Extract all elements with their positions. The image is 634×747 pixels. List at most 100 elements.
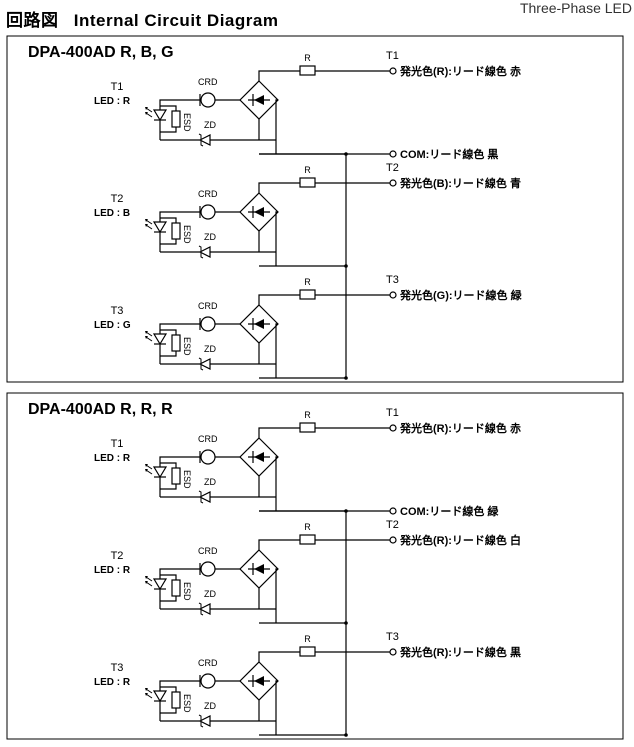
esd-label: ESD: [182, 582, 192, 601]
terminal-label: T2: [111, 550, 124, 562]
led-arrow-icon: [145, 224, 148, 227]
esd-label: ESD: [182, 113, 192, 132]
page-title-jp: 回路図: [6, 11, 59, 30]
led-icon: [152, 221, 168, 234]
zd-label: ZD: [204, 120, 216, 130]
panel-2: DPA-400AD R, R, R COM:リード線色 緑: [6, 392, 624, 740]
zd-label: ZD: [204, 344, 216, 354]
terminal-label: T1: [111, 81, 124, 93]
led-arrow-icon: [145, 469, 148, 472]
com-terminal: [389, 507, 397, 515]
output-wire-label: 発光色(B):リード線色 青: [399, 176, 521, 190]
led-arrow-icon: [145, 219, 148, 222]
crd-label: CRD: [198, 658, 218, 668]
crd: [200, 673, 216, 689]
output-wire-label: 発光色(R):リード線色 白: [399, 533, 521, 547]
crd-label: CRD: [198, 77, 218, 87]
led-icon: [152, 109, 168, 122]
crd-label: CRD: [198, 546, 218, 556]
resistor-label: R: [304, 53, 311, 63]
com-wire-label: COM:リード線色 黒: [400, 147, 498, 161]
panel-frame: [6, 392, 624, 740]
esd-label: ESD: [182, 225, 192, 244]
output-terminal-number: T1: [386, 407, 399, 419]
panel-frame: [6, 35, 624, 383]
output-terminal: [389, 648, 397, 656]
led-arrow-icon: [145, 693, 148, 696]
zd-label: ZD: [204, 589, 216, 599]
crd-label: CRD: [198, 189, 218, 199]
page-subtitle: Three-Phase LED: [519, 0, 632, 16]
resistor: [299, 534, 316, 545]
esd-component: [171, 334, 181, 352]
output-wire-label: 発光色(G):リード線色 緑: [399, 288, 523, 302]
output-terminal: [389, 179, 397, 187]
crd-label: CRD: [198, 434, 218, 444]
resistor-label: R: [304, 634, 311, 644]
junction-dot: [344, 376, 348, 380]
terminal-label: T1: [111, 438, 124, 450]
output-wire-label: 発光色(R):リード線色 黒: [399, 645, 521, 659]
crd: [200, 449, 216, 465]
led-icon: [152, 333, 168, 346]
led-label: LED : R: [94, 565, 131, 576]
output-terminal: [389, 424, 397, 432]
esd-component: [171, 467, 181, 485]
resistor: [299, 422, 316, 433]
led-label: LED : B: [94, 208, 130, 219]
esd-label: ESD: [182, 694, 192, 713]
output-terminal-number: T2: [386, 519, 399, 531]
led-label: LED : G: [94, 320, 131, 331]
output-terminal-number: T1: [386, 50, 399, 62]
output-wire-label: 発光色(R):リード線色 赤: [399, 421, 521, 435]
resistor-label: R: [304, 277, 311, 287]
esd-label: ESD: [182, 470, 192, 489]
resistor-label: R: [304, 522, 311, 532]
esd-component: [171, 110, 181, 128]
led-arrow-icon: [145, 336, 148, 339]
esd-component: [171, 222, 181, 240]
led-label: LED : R: [94, 96, 131, 107]
resistor: [299, 646, 316, 657]
zd-label: ZD: [204, 232, 216, 242]
output-terminal: [389, 291, 397, 299]
crd: [200, 204, 216, 220]
zd-label: ZD: [204, 701, 216, 711]
resistor: [299, 65, 316, 76]
output-terminal-number: T2: [386, 162, 399, 174]
junction-dot: [344, 733, 348, 737]
output-terminal-number: T3: [386, 631, 399, 643]
led-label: LED : R: [94, 677, 131, 688]
esd-component: [171, 691, 181, 709]
esd-component: [171, 579, 181, 597]
led-label: LED : R: [94, 453, 131, 464]
led-arrow-icon: [145, 576, 148, 579]
led-icon: [152, 466, 168, 479]
com-wire-label: COM:リード線色 緑: [400, 504, 499, 518]
resistor-label: R: [304, 165, 311, 175]
led-arrow-icon: [145, 581, 148, 584]
page-title-en: Internal Circuit Diagram: [73, 11, 279, 30]
resistor: [299, 289, 316, 300]
junction-dot: [344, 621, 348, 625]
output-terminal: [389, 536, 397, 544]
zd-label: ZD: [204, 477, 216, 487]
esd-label: ESD: [182, 337, 192, 356]
panel-title: DPA-400AD R, B, G: [28, 44, 174, 61]
led-arrow-icon: [145, 112, 148, 115]
led-arrow-icon: [145, 107, 148, 110]
resistor: [299, 177, 316, 188]
crd-label: CRD: [198, 301, 218, 311]
led-icon: [152, 578, 168, 591]
crd: [200, 561, 216, 577]
terminal-label: T3: [111, 662, 124, 674]
panel-title: DPA-400AD R, R, R: [28, 401, 173, 418]
crd: [200, 92, 216, 108]
